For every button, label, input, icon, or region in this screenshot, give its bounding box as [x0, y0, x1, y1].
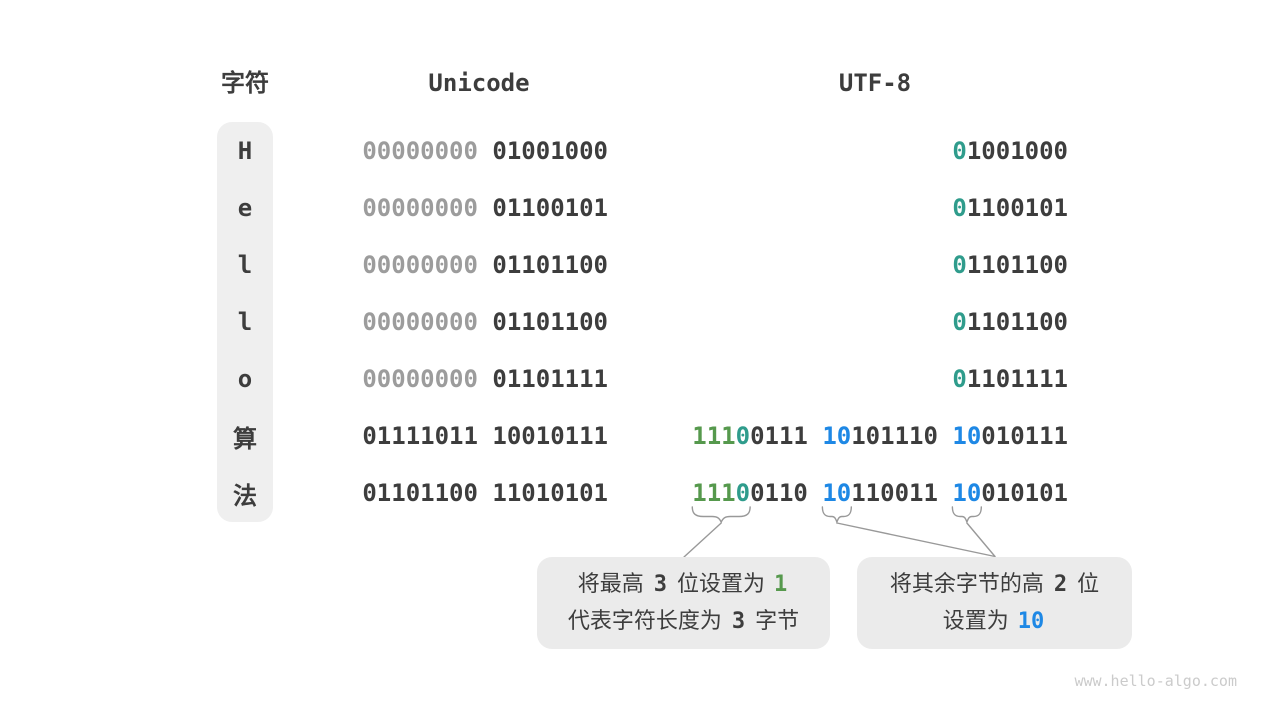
column-header-char: 字符 — [221, 69, 269, 97]
column-header-unicode: Unicode — [428, 69, 530, 97]
bit-segment: 01101100 11010101 — [362, 479, 608, 508]
bit-segment: 00000000 — [362, 136, 493, 165]
bit-segment: 111 — [692, 422, 736, 451]
bit-segment: 0 — [952, 193, 967, 222]
connector-line-leading — [683, 522, 722, 558]
callout-highlight: 3 — [653, 571, 667, 597]
callout-line: 设置为 10 — [857, 605, 1132, 639]
bit-segment: 10 — [952, 479, 982, 508]
callout-text: 位 — [1070, 571, 1100, 597]
bit-segment: 1001000 — [966, 136, 1068, 165]
unicode-value: 00000000 01100101 — [362, 196, 608, 220]
character-cell-1: H — [237, 136, 253, 165]
bit-segment: 1100101 — [966, 193, 1068, 222]
callout-highlight: 3 — [731, 608, 746, 634]
character-cell-4: l — [237, 307, 253, 336]
watermark: www.hello-algo.com — [1074, 672, 1237, 690]
bit-segment: 01001000 — [492, 136, 608, 165]
bit-segment: 0 — [952, 136, 967, 165]
callout-text: 将最高 — [577, 571, 651, 597]
character-cell-7: 法 — [233, 481, 257, 510]
bit-segment: 0 — [952, 365, 967, 394]
callout-highlight: 2 — [1053, 571, 1068, 597]
callout-text: 字节 — [748, 608, 800, 634]
callout-highlight: 10 — [1017, 608, 1045, 634]
bit-segment: 10 — [822, 422, 852, 451]
unicode-value: 00000000 01001000 — [362, 139, 608, 163]
unicode-value: 00000000 01101111 — [362, 367, 608, 391]
bit-segment: 01111011 10010111 — [362, 422, 608, 451]
utf8-value: 01101100 — [952, 310, 1068, 334]
bit-segment: 0111 — [750, 422, 823, 451]
callout-text: 将其余字节的高 — [889, 571, 1051, 597]
character-cell-2: e — [237, 193, 253, 222]
bit-segment: 00000000 — [362, 250, 493, 279]
callout-line: 将其余字节的高 2 位 — [857, 568, 1132, 602]
bit-segment: 0 — [952, 308, 967, 336]
bit-segment: 010101 — [981, 479, 1068, 508]
unicode-value: 00000000 01101100 — [362, 253, 608, 277]
utf8-value: 01100101 — [952, 196, 1068, 220]
bit-segment: 1101100 — [966, 308, 1068, 336]
connector-line-continuation-2 — [966, 522, 996, 558]
bit-segment: 00000000 — [362, 365, 493, 394]
utf8-value: 01101111 — [952, 367, 1068, 391]
bit-segment: 01101100 — [492, 308, 608, 336]
bit-segment: 110011 — [851, 479, 953, 508]
unicode-value: 00000000 01101100 — [362, 310, 608, 334]
utf8-value: 01101100 — [952, 253, 1068, 277]
callout-line: 代表字符长度为 3 字节 — [537, 605, 830, 639]
bit-segment: 0 — [735, 479, 751, 508]
utf8-value: 11100111 10101110 10010111 — [692, 424, 1068, 448]
bit-segment: 00000000 — [362, 308, 493, 336]
bit-segment: 01100101 — [492, 193, 608, 222]
callout-text: 位设置为 — [670, 571, 772, 597]
character-cell-6: 算 — [233, 424, 257, 453]
bit-segment: 111 — [692, 479, 736, 508]
bit-segment: 1101100 — [966, 250, 1068, 279]
bit-segment: 10 — [952, 422, 982, 451]
bit-segment: 01101100 — [492, 250, 608, 279]
bit-segment: 101110 — [851, 422, 953, 451]
bit-segment: 10 — [822, 479, 852, 508]
utf8-value: 01001000 — [952, 139, 1068, 163]
bit-segment: 0110 — [750, 479, 823, 508]
bit-segment: 0 — [735, 422, 751, 451]
callout-line: 将最高 3 位设置为 1 — [537, 568, 830, 602]
callout-text: 设置为 — [942, 608, 1016, 634]
bit-segment: 010111 — [981, 422, 1068, 451]
bit-segment: 1101111 — [966, 365, 1068, 394]
callout-text: 代表字符长度为 — [567, 608, 729, 634]
column-header-utf8: UTF-8 — [838, 69, 912, 97]
connector-line-continuation-1 — [836, 522, 996, 558]
bit-segment: 0 — [952, 250, 967, 279]
bit-segment: 01101111 — [492, 365, 608, 394]
callout-highlight: 1 — [774, 571, 788, 597]
unicode-value: 01111011 10010111 — [362, 424, 608, 448]
character-cell-3: l — [237, 250, 253, 279]
utf8-value: 11100110 10110011 10010101 — [692, 481, 1068, 505]
character-cell-5: o — [237, 365, 253, 394]
bit-segment: 00000000 — [362, 193, 493, 222]
callout-continuation-byte-note: 将其余字节的高 2 位设置为 10 — [857, 557, 1132, 649]
unicode-value: 01101100 11010101 — [362, 481, 608, 505]
